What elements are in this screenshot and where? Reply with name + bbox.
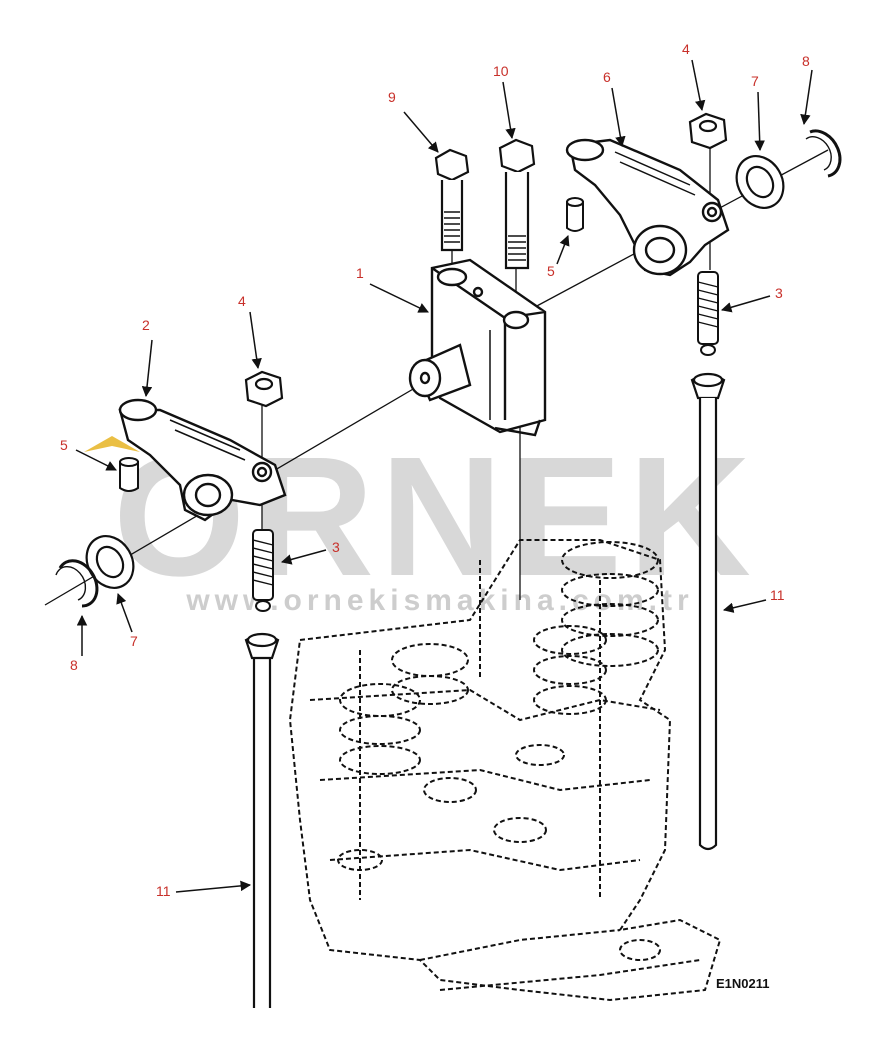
- cylinder-head: [288, 539, 722, 1002]
- callout-9: 9: [388, 89, 396, 105]
- circlip-left: [55, 559, 99, 608]
- callout-4-right: 4: [682, 41, 690, 57]
- pin-left: [119, 457, 139, 492]
- callout-10: 10: [493, 63, 509, 79]
- watermark: ORNEK www.ornekismakina.com.tr: [84, 422, 751, 617]
- circlip-right: [805, 129, 842, 178]
- callout-2: 2: [142, 317, 150, 333]
- callout-5-right: 5: [547, 263, 555, 279]
- push-rod-left: [244, 632, 280, 1008]
- nut-right: [688, 112, 728, 150]
- callout-11-left: 11: [156, 883, 171, 899]
- callout-11-right: 11: [770, 587, 785, 603]
- callout-7-right: 7: [751, 73, 759, 89]
- washer-left: [85, 535, 135, 589]
- pin-right: [566, 197, 584, 232]
- figure-code: E1N0211: [716, 976, 770, 991]
- callout-5-left: 5: [60, 437, 68, 453]
- callout-leaders: [75, 59, 813, 893]
- callout-8-left: 8: [70, 657, 78, 673]
- callout-4-left: 4: [238, 293, 246, 309]
- callout-1: 1: [356, 265, 364, 281]
- callout-3-right: 3: [775, 285, 783, 301]
- adjusting-screw-right: [697, 271, 719, 356]
- push-rod-right: [690, 372, 726, 851]
- bolt-10: [498, 138, 536, 270]
- rocker-arm-right: [565, 138, 730, 277]
- callout-6: 6: [603, 69, 611, 85]
- washer-right: [735, 155, 785, 209]
- callout-3-left: 3: [332, 539, 340, 555]
- callout-7-left: 7: [130, 633, 138, 649]
- bolt-9: [434, 148, 470, 252]
- callout-labels: 1 2 3 3 4 4 5 5 6 7 7 8 8 9 10 11 11: [60, 41, 810, 899]
- rocker-pedestal: [408, 258, 547, 437]
- nut-left: [244, 370, 284, 408]
- rocker-arm-left: [118, 398, 287, 522]
- adjusting-screw-left: [252, 529, 274, 612]
- callout-8-right: 8: [802, 53, 810, 69]
- watermark-accent-mark: [84, 436, 140, 452]
